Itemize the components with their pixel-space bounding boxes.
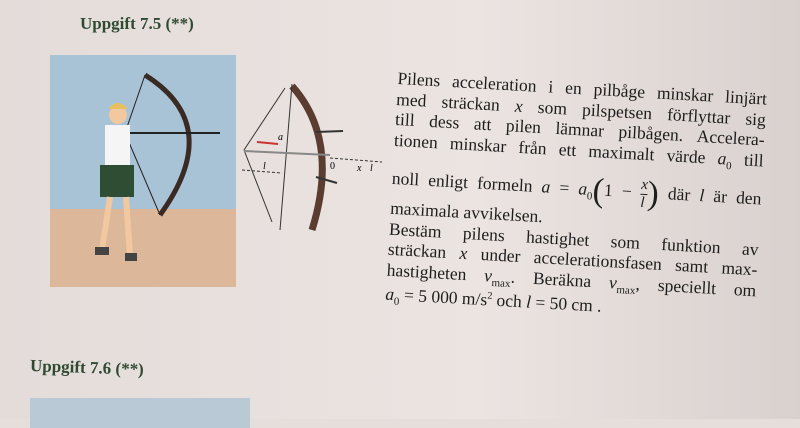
archer-illustration xyxy=(50,55,236,287)
next-exercise-illustration xyxy=(30,398,250,428)
label-l: l xyxy=(263,161,266,172)
bow-diagram: a l 0 x l xyxy=(241,83,383,232)
exercise-heading-7-6: Uppgift 7.6 (**) xyxy=(29,356,145,379)
label-zero: 0 xyxy=(330,161,335,172)
exercise-heading-7-5: Uppgift 7.5 (**) xyxy=(80,14,194,33)
label-l-end: l xyxy=(370,163,373,174)
exercise-text: Pilens acceleration i en pilbåge minskar… xyxy=(384,68,768,316)
label-x: x xyxy=(356,163,362,174)
label-a: a xyxy=(278,132,283,143)
